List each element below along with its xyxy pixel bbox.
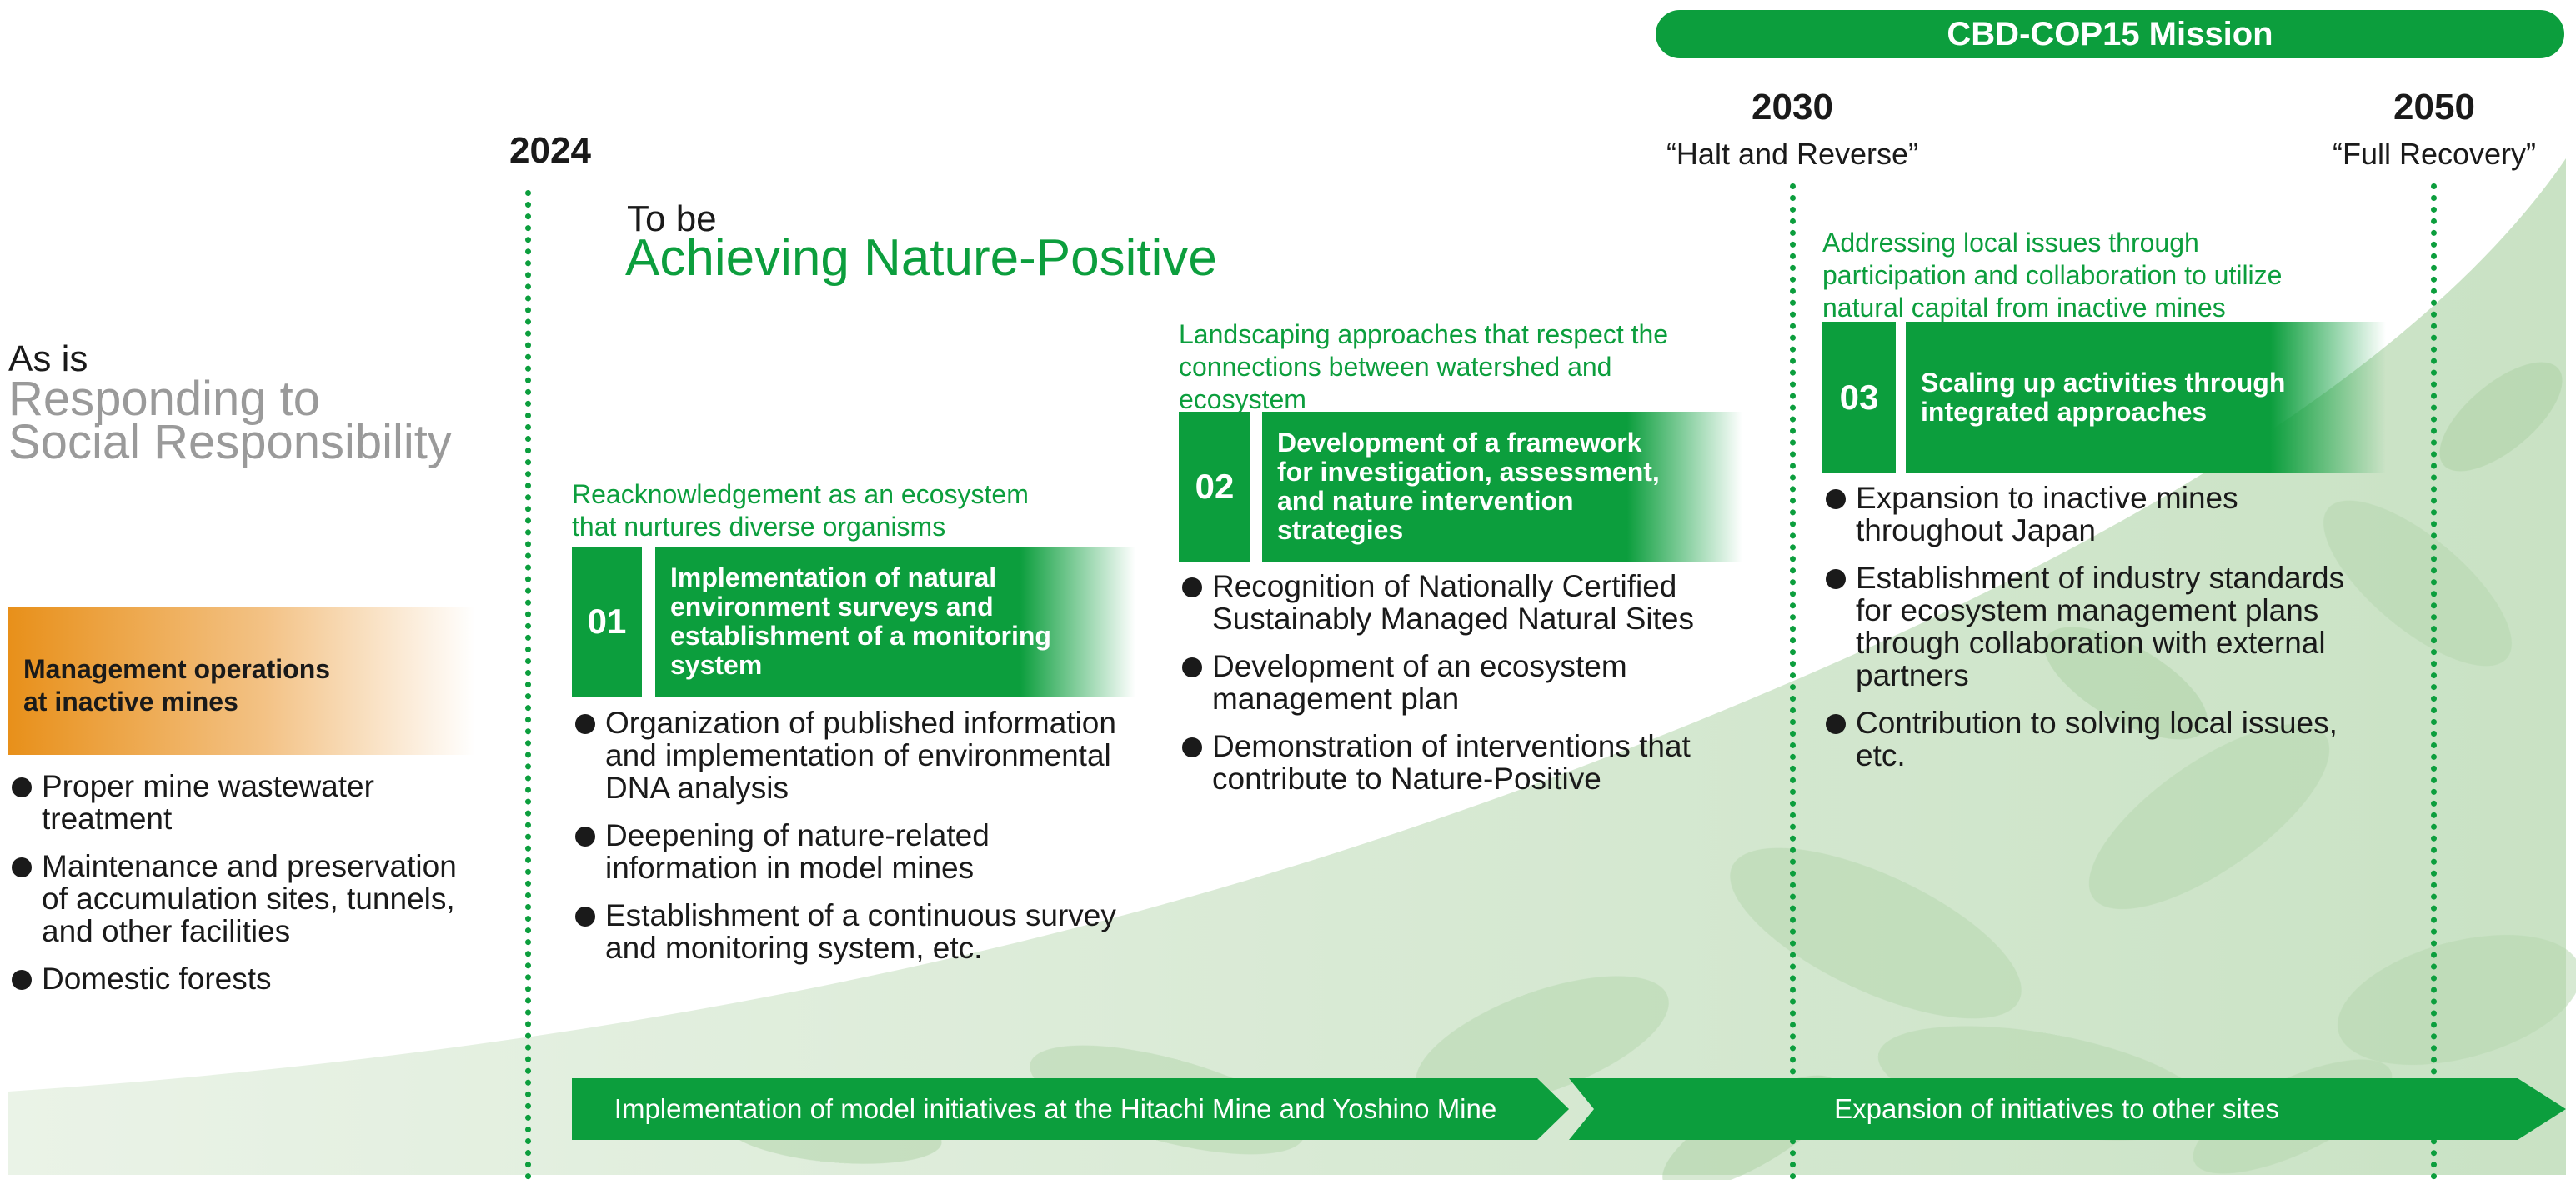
stage-03-number: 03 bbox=[1822, 322, 1896, 473]
list-item: Deepening of nature-related information … bbox=[574, 819, 1174, 884]
year-2024-label: 2024 bbox=[509, 130, 591, 171]
as-is-label: As is bbox=[8, 338, 88, 379]
model-initiatives-label: Implementation of model initiatives at t… bbox=[614, 1093, 1497, 1124]
bullet-icon bbox=[12, 778, 32, 798]
list-item: Contribution to solving local issues, et… bbox=[1824, 707, 2424, 772]
stage-02-bullet-list: Recognition of Nationally Certified Sust… bbox=[1180, 570, 1781, 810]
list-item: Proper mine wastewater treatment bbox=[10, 770, 510, 835]
list-item: Organization of published information an… bbox=[574, 707, 1174, 804]
year-2050-label: 2050 bbox=[2393, 87, 2475, 128]
list-item: Domestic forests bbox=[10, 962, 510, 995]
list-item: Development of an ecosystem management p… bbox=[1180, 650, 1781, 715]
bullet-icon bbox=[575, 714, 595, 734]
mission-banner: CBD-COP15 Mission bbox=[1656, 10, 2564, 58]
as-is-bullet-list: Proper mine wastewater treatment Mainten… bbox=[10, 770, 510, 1010]
bullet-icon bbox=[12, 970, 32, 990]
timeline-line-2050 bbox=[2431, 183, 2437, 1180]
list-item: Expansion to inactive mines throughout J… bbox=[1824, 482, 2424, 547]
stage-03-heading: Addressing local issues through particip… bbox=[1822, 228, 2283, 322]
list-item: Establishment of a continuous survey and… bbox=[574, 899, 1174, 964]
stage-03-title: Scaling up activities through integrated… bbox=[1906, 322, 2386, 473]
as-is-category-box bbox=[8, 607, 475, 755]
model-initiatives-arrow bbox=[572, 1078, 1569, 1140]
expansion-arrow bbox=[1569, 1078, 2566, 1140]
to-be-title: Achieving Nature-Positive bbox=[625, 229, 1217, 287]
list-item: Demonstration of interventions that cont… bbox=[1180, 730, 1781, 795]
bullet-icon bbox=[1182, 578, 1202, 598]
bullet-icon bbox=[1182, 658, 1202, 678]
list-item: Establishment of industry standards for … bbox=[1824, 562, 2424, 692]
year-2030-label: 2030 bbox=[1752, 87, 1833, 128]
as-is-title-line1: Responding to bbox=[8, 372, 321, 426]
stage-02-heading: Landscaping approaches that respect the … bbox=[1179, 319, 1669, 414]
stage-03-bullet-list: Expansion to inactive mines throughout J… bbox=[1824, 482, 2424, 787]
stage-01-heading: Reacknowledgement as an ecosystem that n… bbox=[572, 479, 1029, 542]
bullet-icon bbox=[1826, 569, 1846, 589]
bullet-icon bbox=[575, 827, 595, 847]
to-be-label: To be bbox=[627, 198, 717, 239]
bullet-icon bbox=[1826, 489, 1846, 509]
stage-02-number: 02 bbox=[1179, 412, 1250, 562]
year-2030-caption: “Halt and Reverse” bbox=[1666, 137, 1919, 171]
stage-01-title: Implementation of natural environment su… bbox=[655, 547, 1135, 697]
year-2050-caption: “Full Recovery” bbox=[2332, 137, 2537, 171]
stage-02-title: Development of a framework for investiga… bbox=[1262, 412, 1742, 562]
bullet-icon bbox=[1182, 738, 1202, 758]
expansion-label: Expansion of initiatives to other sites bbox=[1834, 1093, 2279, 1124]
bullet-icon bbox=[1826, 714, 1846, 734]
stage-01-bullet-list: Organization of published information an… bbox=[574, 707, 1174, 979]
stage-01-number: 01 bbox=[572, 547, 642, 697]
bullet-icon bbox=[575, 907, 595, 927]
list-item: Maintenance and preservation of accumula… bbox=[10, 850, 510, 948]
bullet-icon bbox=[12, 858, 32, 878]
as-is-category-title: Management operations at inactive mines bbox=[23, 654, 331, 717]
list-item: Recognition of Nationally Certified Sust… bbox=[1180, 570, 1781, 635]
timeline-line-2024 bbox=[525, 190, 531, 1180]
timeline-line-2030 bbox=[1790, 183, 1796, 1180]
as-is-title-line2: Social Responsibility bbox=[8, 415, 452, 469]
